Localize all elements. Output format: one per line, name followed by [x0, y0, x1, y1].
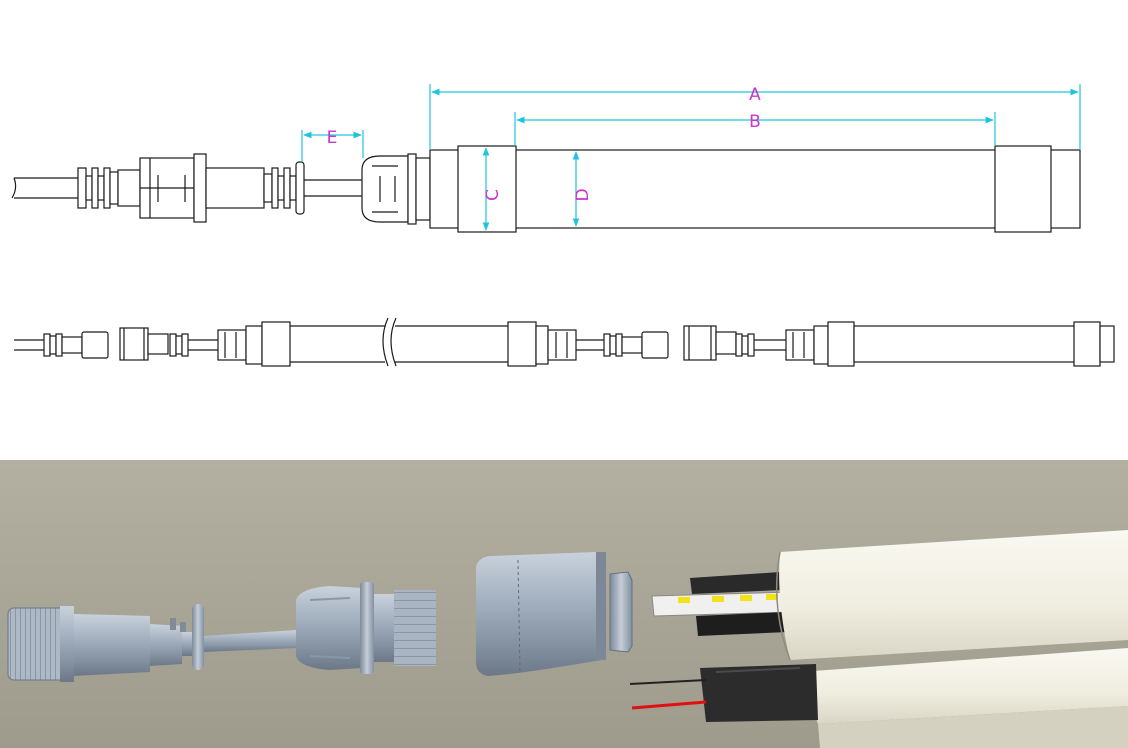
cable-gland-render: [296, 582, 436, 674]
power-cable: [11, 177, 78, 199]
exploded-3d-render: [0, 460, 1128, 748]
tube-lower: [629, 648, 1128, 748]
end-cap: [476, 552, 633, 676]
dimension-b: B: [514, 112, 996, 146]
threaded-plug: [7, 604, 296, 682]
dimension-label-b: B: [749, 112, 761, 132]
dimension-d: D: [572, 151, 593, 227]
lamp-assembly-dimensioned: A B E C D: [11, 84, 1081, 233]
lamp-chain-assembly: [14, 317, 1115, 367]
dimension-label-e: E: [327, 128, 338, 148]
tube-body: [429, 145, 1081, 233]
dimension-c: C: [482, 147, 503, 231]
dimension-label-a: A: [749, 85, 761, 105]
plug-connector: [77, 153, 305, 223]
led-strip: [651, 572, 795, 636]
dimension-e: E: [301, 128, 364, 162]
dimension-a: A: [429, 84, 1081, 150]
cable-gland: [361, 153, 431, 225]
technical-drawing: A B E C D: [11, 84, 1115, 367]
dimension-label-d: D: [573, 188, 593, 201]
dimension-label-c: C: [483, 189, 503, 201]
tube-upper: [775, 530, 1128, 661]
